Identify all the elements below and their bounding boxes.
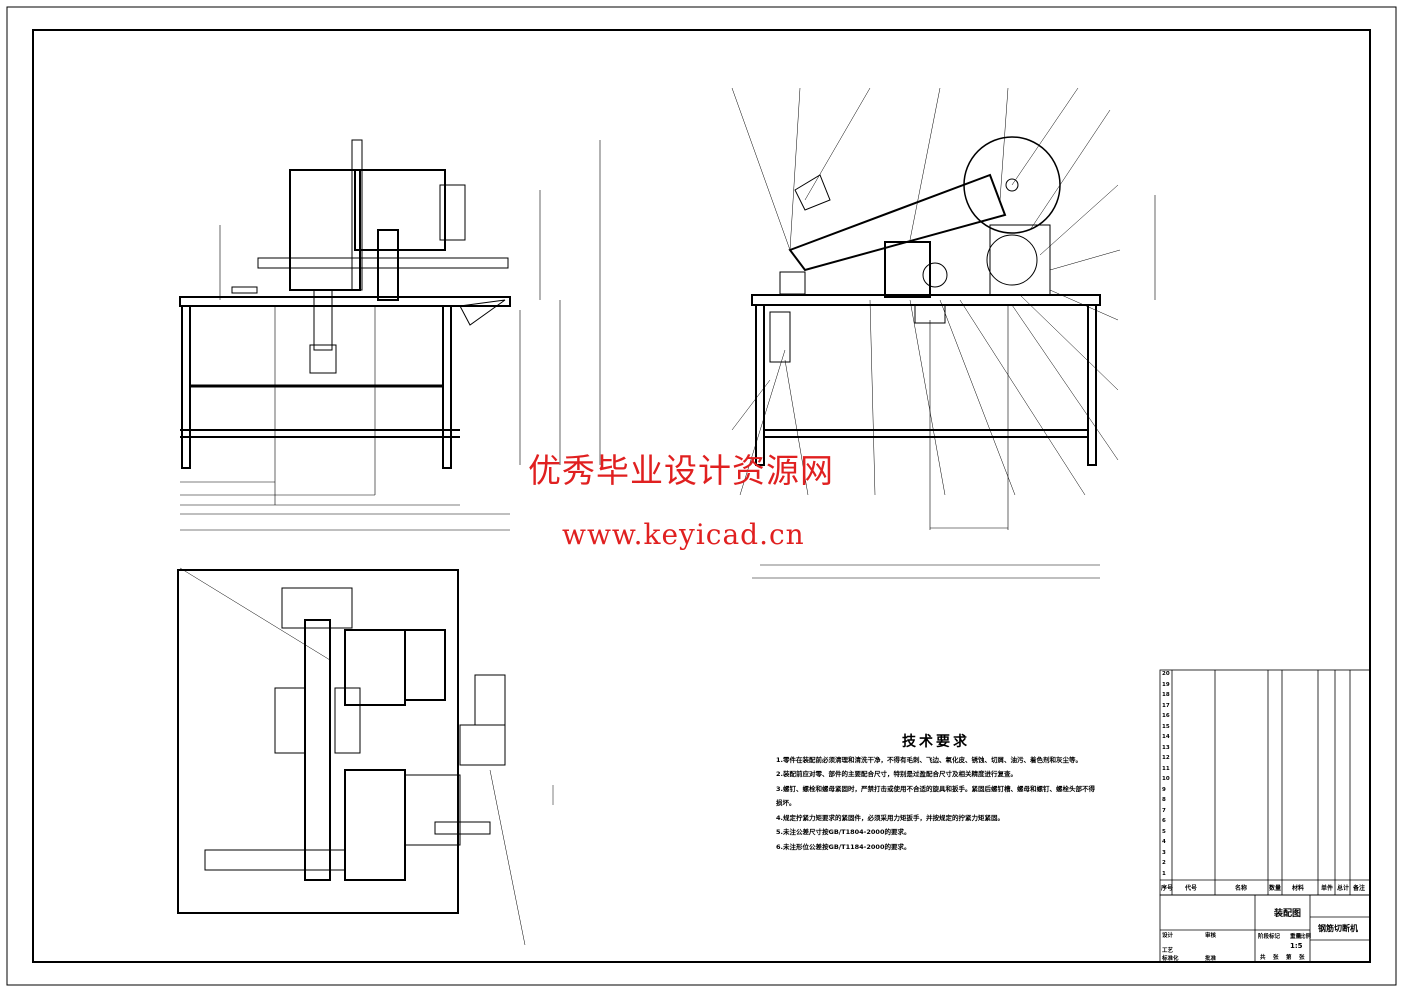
parts-row-number: 2 xyxy=(1162,860,1166,866)
watermark-title: 优秀毕业设计资源网 xyxy=(528,451,834,490)
inner-border xyxy=(32,29,1371,963)
sheet-label: 张 xyxy=(1273,955,1279,961)
front-view xyxy=(179,139,601,531)
tech-item: 4.规定拧紧力矩要求的紧固件，必须采用力矩扳手，并按规定的拧紧力矩紧固。 xyxy=(776,813,1004,822)
parts-header: 数量 xyxy=(1269,885,1282,892)
parts-header: 序号 xyxy=(1161,885,1174,892)
parts-row-number: 17 xyxy=(1162,702,1170,709)
watermark-url[interactable]: www.keyicad.cn xyxy=(562,518,805,551)
title-block-label: 审核 xyxy=(1205,933,1217,939)
parts-row-number: 16 xyxy=(1162,713,1170,719)
outer-border xyxy=(6,6,1397,986)
parts-row-number: 4 xyxy=(1162,839,1166,845)
title-block-label: 重量 xyxy=(1290,934,1302,940)
parts-row-number: 6 xyxy=(1162,818,1166,824)
parts-row-number: 8 xyxy=(1162,797,1166,803)
tech-requirements-title: 技术要求 xyxy=(902,734,970,750)
scale: 1:5 xyxy=(1290,942,1303,950)
drawing-name: 装配图 xyxy=(1274,909,1302,919)
title-block-label: 标准化 xyxy=(1162,956,1179,962)
technical-requirements: 技术要求 1.零件在装配前必须清理和清洗干净，不得有毛刺、飞边、氧化皮、锈蚀、切… xyxy=(776,735,1096,854)
sheet-label: 共 xyxy=(1260,955,1266,961)
tech-item: 5.未注公差尺寸按GB/T1804-2000的要求。 xyxy=(776,828,911,836)
side-view xyxy=(731,87,1156,579)
parts-header: 总计 xyxy=(1337,885,1350,892)
parts-row-number: 12 xyxy=(1162,755,1170,761)
tech-item: 1.零件在装配前必须清理和清洗干净，不得有毛刺、飞边、氧化皮、锈蚀、切屑、油污、… xyxy=(776,755,1082,764)
parts-row-number: 1 xyxy=(1162,870,1166,877)
title-block-label: 批准 xyxy=(1205,956,1217,962)
parts-header: 单件 xyxy=(1321,885,1334,892)
parts-row-number: 14 xyxy=(1162,734,1170,740)
parts-row-number: 5 xyxy=(1162,828,1166,835)
parts-row-number: 15 xyxy=(1162,723,1170,730)
parts-row-number: 10 xyxy=(1162,776,1170,782)
parts-row-number: 13 xyxy=(1162,744,1170,751)
parts-row-number: 18 xyxy=(1162,692,1170,698)
parts-header: 备注 xyxy=(1353,885,1366,892)
parts-row-number: 20 xyxy=(1162,671,1170,677)
title-block-label: 工艺 xyxy=(1162,948,1174,954)
tech-item: 2.装配前应对零、部件的主要配合尺寸，特别是过盈配合尺寸及相关精度进行复查。 xyxy=(776,770,1017,778)
parts-row-number: 9 xyxy=(1162,786,1166,793)
tech-item: 3.螺钉、螺栓和螺母紧固时，严禁打击或使用不合适的旋具和扳手。紧固后螺钉槽、螺母… xyxy=(776,784,1095,808)
tech-item: 6.未注形位公差按GB/T1184-2000的要求。 xyxy=(776,842,911,851)
sheet-label: 第 xyxy=(1286,955,1292,961)
top-view xyxy=(177,567,554,946)
product-name: 钢筋切断机 xyxy=(1318,924,1358,933)
parts-row-number: 3 xyxy=(1162,849,1166,856)
title-block-label: 设计 xyxy=(1162,933,1174,939)
parts-row-number: 7 xyxy=(1162,807,1166,814)
parts-list-grid xyxy=(1159,669,1371,963)
parts-header: 代号 xyxy=(1185,885,1198,892)
parts-row-number: 19 xyxy=(1162,681,1170,688)
title-block-label: 比例 xyxy=(1300,934,1312,940)
parts-header: 名称 xyxy=(1235,885,1248,892)
sheet-label: 张 xyxy=(1299,955,1305,961)
parts-header: 材料 xyxy=(1292,885,1305,892)
title-block-label: 阶段标记 xyxy=(1258,934,1281,940)
parts-row-number: 11 xyxy=(1162,765,1170,772)
